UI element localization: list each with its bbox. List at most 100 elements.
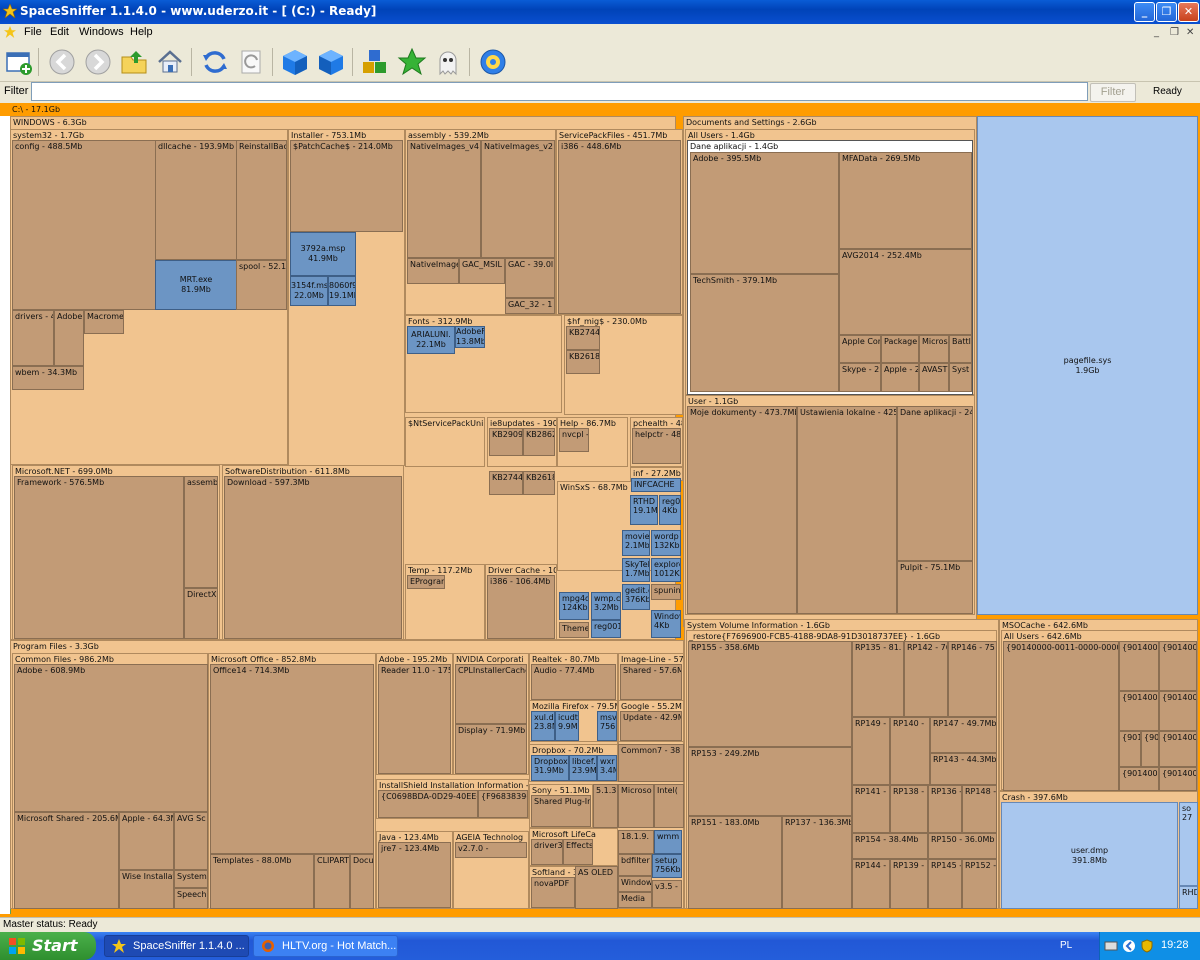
- file-block[interactable]: 8060f9 19.1Mb: [328, 276, 356, 306]
- file-block[interactable]: {C0698BDA-0D29-40EE-: [378, 790, 478, 818]
- filter-button[interactable]: Filter: [1090, 83, 1136, 102]
- file-block[interactable]: i386 - 448.6Mb: [558, 140, 681, 314]
- rescan-icon[interactable]: [236, 47, 266, 77]
- file-block[interactable]: {9014000: [1159, 731, 1197, 767]
- file-block[interactable]: Framework - 576.5Mb: [14, 476, 184, 639]
- file-block[interactable]: user.dmp 391.8Mb: [1001, 802, 1178, 909]
- file-block[interactable]: Apple - 64.3M: [119, 812, 174, 870]
- file-block[interactable]: RP155 - 358.6Mb: [688, 641, 852, 747]
- file-block[interactable]: mpg4d 124Kb: [559, 592, 589, 620]
- file-block[interactable]: KB2744: [489, 471, 523, 495]
- file-block[interactable]: Adobe: [54, 310, 84, 366]
- menu-help[interactable]: Help: [130, 26, 153, 38]
- file-block[interactable]: DropboxP 31.9Mb: [531, 755, 569, 781]
- file-block[interactable]: NativeImage: [407, 258, 459, 284]
- file-block[interactable]: RHD: [1179, 886, 1198, 909]
- file-block[interactable]: RP146 - 75: [948, 641, 997, 717]
- file-block[interactable]: RP143 - 44.3Mb: [930, 753, 997, 785]
- file-block[interactable]: reg001: [591, 620, 621, 638]
- file-block[interactable]: spool - 52.1N: [236, 260, 287, 310]
- file-block[interactable]: RTHD 19.1M: [630, 495, 658, 525]
- file-block[interactable]: RP142 - 76: [904, 641, 948, 717]
- ghost-icon[interactable]: [433, 47, 463, 77]
- file-block[interactable]: jre7 - 123.4Mb: [378, 842, 451, 908]
- file-block[interactable]: DirectX f: [184, 588, 218, 639]
- taskbar-item-spacesniffer[interactable]: SpaceSniffer 1.1.4.0 ...: [104, 935, 249, 957]
- file-block[interactable]: Reader 11.0 - 175: [378, 664, 451, 774]
- clock[interactable]: 19:28: [1161, 939, 1189, 951]
- star-icon[interactable]: [397, 47, 427, 77]
- file-block[interactable]: EProgram: [407, 575, 445, 589]
- file-block[interactable]: wordp 132Kb: [651, 530, 681, 556]
- file-block[interactable]: helpctr - 48.: [632, 428, 681, 464]
- file-block[interactable]: Wise Installat: [119, 870, 174, 909]
- file-block[interactable]: RP136 -: [928, 785, 962, 833]
- file-block[interactable]: Package: [881, 335, 919, 363]
- file-block[interactable]: novaPDF: [531, 877, 575, 908]
- file-block[interactable]: Docur: [350, 854, 374, 909]
- language-indicator[interactable]: PL: [1060, 940, 1073, 951]
- file-block[interactable]: libcef.d 23.9M: [569, 755, 597, 781]
- file-block[interactable]: Window: [618, 876, 652, 892]
- file-block[interactable]: pagefile.sys 1.9Gb: [977, 116, 1198, 615]
- file-block[interactable]: wmp.c 3.2Mb: [591, 592, 621, 620]
- file-block[interactable]: {901: [1141, 731, 1159, 767]
- file-block[interactable]: setup 756Kb: [652, 854, 682, 878]
- file-block[interactable]: Macrome: [84, 310, 124, 334]
- file-block[interactable]: Windov 4Kb: [651, 610, 681, 638]
- file-block[interactable]: RP150 - 36.0Mb: [928, 833, 997, 859]
- root-drive-label[interactable]: C:\ - 17.1Gb: [12, 105, 61, 114]
- file-block[interactable]: Effects: [563, 839, 593, 865]
- file-block[interactable]: Microso: [919, 335, 949, 363]
- menu-file[interactable]: File: [24, 26, 42, 38]
- file-block[interactable]: RP138 -: [890, 785, 928, 833]
- file-block[interactable]: so 27: [1179, 802, 1198, 886]
- new-window-icon[interactable]: [4, 47, 34, 77]
- file-block[interactable]: {901400: [1159, 767, 1197, 791]
- file-block[interactable]: Update - 42.9M: [620, 711, 682, 741]
- file-block[interactable]: RP147 - 49.7Mb: [930, 717, 997, 753]
- file-block[interactable]: assembl: [184, 476, 218, 588]
- file-block[interactable]: Dane aplikacji - 24: [897, 406, 973, 561]
- menu-windows[interactable]: Windows: [79, 26, 124, 38]
- file-block[interactable]: RP152 -: [962, 859, 997, 909]
- file-block[interactable]: Syst: [949, 363, 972, 392]
- file-block[interactable]: System: [174, 870, 208, 888]
- mdi-close-button[interactable]: ✕: [1186, 27, 1195, 38]
- file-block[interactable]: CLIPART: [314, 854, 350, 909]
- keyboard-icon[interactable]: [1104, 939, 1118, 953]
- file-block[interactable]: AVG2014 - 252.4Mb: [839, 249, 972, 335]
- file-block[interactable]: driver3: [531, 839, 563, 865]
- start-button[interactable]: Start: [0, 932, 96, 960]
- file-block[interactable]: 3154f.ms 22.0Mb: [290, 276, 328, 306]
- file-block[interactable]: $PatchCache$ - 214.0Mb: [290, 140, 403, 232]
- file-block[interactable]: CPLInstallerCache: [455, 664, 527, 724]
- file-block[interactable]: v3.5 -: [652, 880, 682, 908]
- file-block[interactable]: RP135 - 81.: [852, 641, 904, 717]
- file-block[interactable]: ReinstallBacl: [236, 140, 287, 260]
- file-block[interactable]: Audio - 77.4Mb: [531, 664, 616, 700]
- file-block[interactable]: MRT.exe 81.9Mb: [155, 260, 237, 310]
- file-block[interactable]: 5.1.3: [593, 784, 618, 828]
- file-block[interactable]: AVAST: [919, 363, 949, 392]
- file-block[interactable]: Microso: [618, 784, 654, 828]
- file-block[interactable]: GAC - 39.0l: [505, 258, 555, 298]
- file-block[interactable]: MFAData - 269.5Mb: [839, 152, 972, 249]
- file-block[interactable]: {9014000: [1119, 767, 1159, 791]
- file-block[interactable]: Moje dokumenty - 473.7Mb: [687, 406, 797, 614]
- file-block[interactable]: NativeImages_v2: [481, 140, 555, 258]
- file-block[interactable]: SkyTel 1.7Mb: [622, 558, 650, 582]
- taskbar-item-firefox[interactable]: HLTV.org - Hot Match...: [253, 935, 398, 957]
- file-block[interactable]: Display - 71.9Mb: [455, 724, 527, 774]
- file-block[interactable]: NativeImages_v4: [407, 140, 481, 258]
- file-block[interactable]: dllcache - 193.9Mb: [155, 140, 237, 260]
- minimize-button[interactable]: _: [1134, 2, 1155, 22]
- file-block[interactable]: AVG Sc: [174, 812, 208, 870]
- file-block[interactable]: xul.dll 23.8M: [531, 711, 555, 741]
- file-block[interactable]: i386 - 106.4Mb: [487, 575, 555, 639]
- file-block[interactable]: spunin: [651, 584, 681, 600]
- file-block[interactable]: RP140 -: [890, 717, 930, 785]
- shield-icon[interactable]: [1140, 939, 1154, 953]
- file-block[interactable]: icudt 9.9M: [555, 711, 579, 741]
- folder-block[interactable]: inf - 27.2Mb: [630, 467, 683, 481]
